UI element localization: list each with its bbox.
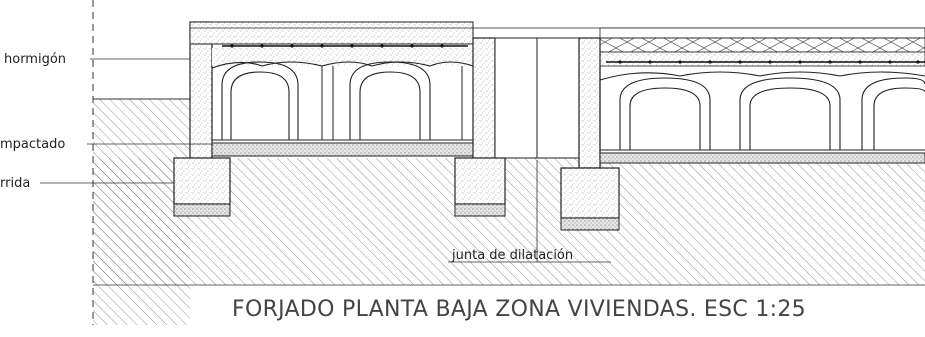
label-grava: rrida bbox=[0, 176, 30, 191]
slab-left bbox=[189, 21, 474, 45]
ground-main bbox=[93, 158, 925, 285]
right-vaults bbox=[599, 66, 925, 160]
left-vaults bbox=[211, 61, 474, 141]
label-junta: junta de dilatación bbox=[451, 248, 573, 263]
left-footing bbox=[173, 157, 231, 205]
mid-footing-left bbox=[454, 157, 506, 205]
label-compactado: mpactado bbox=[0, 137, 65, 152]
drawing-title: FORJADO PLANTA BAJA ZONA VIVIENDAS. ESC … bbox=[232, 297, 806, 322]
label-hormigon: hormigón bbox=[4, 52, 66, 67]
joint-wall-left bbox=[472, 37, 496, 161]
slab-right bbox=[599, 27, 925, 39]
joint-wall-right bbox=[578, 37, 601, 169]
mid-footing-right bbox=[560, 167, 620, 219]
